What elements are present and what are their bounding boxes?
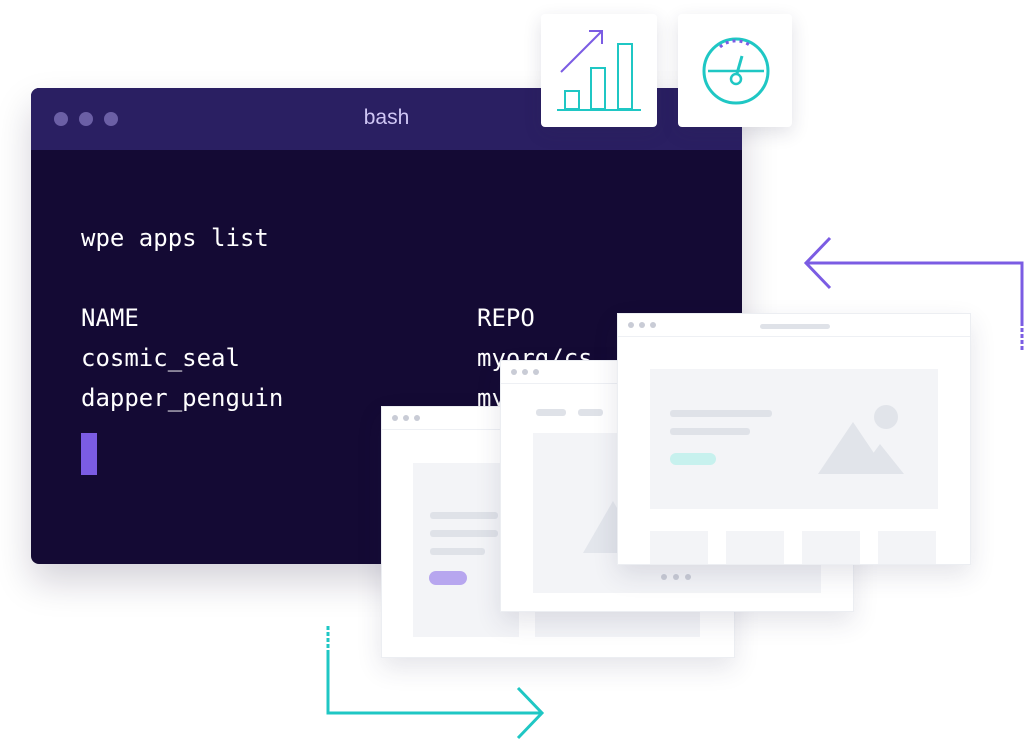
image-placeholder-icon: [818, 405, 904, 474]
column-header-repo: REPO: [477, 304, 535, 332]
column-header-name: NAME: [81, 304, 139, 332]
mockup-button: [670, 453, 716, 465]
window-dot-icon: [79, 112, 93, 126]
mockup-title-bar: [618, 314, 970, 337]
row-name: dapper_penguin: [81, 384, 284, 412]
site-mockup: [617, 313, 971, 565]
chart-card: [541, 14, 657, 127]
terminal-title: bash: [363, 106, 410, 129]
arrow-left-icon: [803, 236, 1024, 350]
speedometer-icon: [702, 37, 770, 105]
terminal-command: wpe apps list: [81, 224, 269, 252]
gauge-card: [678, 14, 792, 127]
terminal-cursor: [81, 433, 97, 475]
window-dot-icon: [54, 112, 68, 126]
row-name: cosmic_seal: [81, 344, 240, 372]
window-dot-icon: [104, 112, 118, 126]
arrow-right-icon: [326, 624, 545, 740]
bar-chart-growth-icon: [557, 30, 641, 111]
mockup-button: [429, 571, 467, 585]
